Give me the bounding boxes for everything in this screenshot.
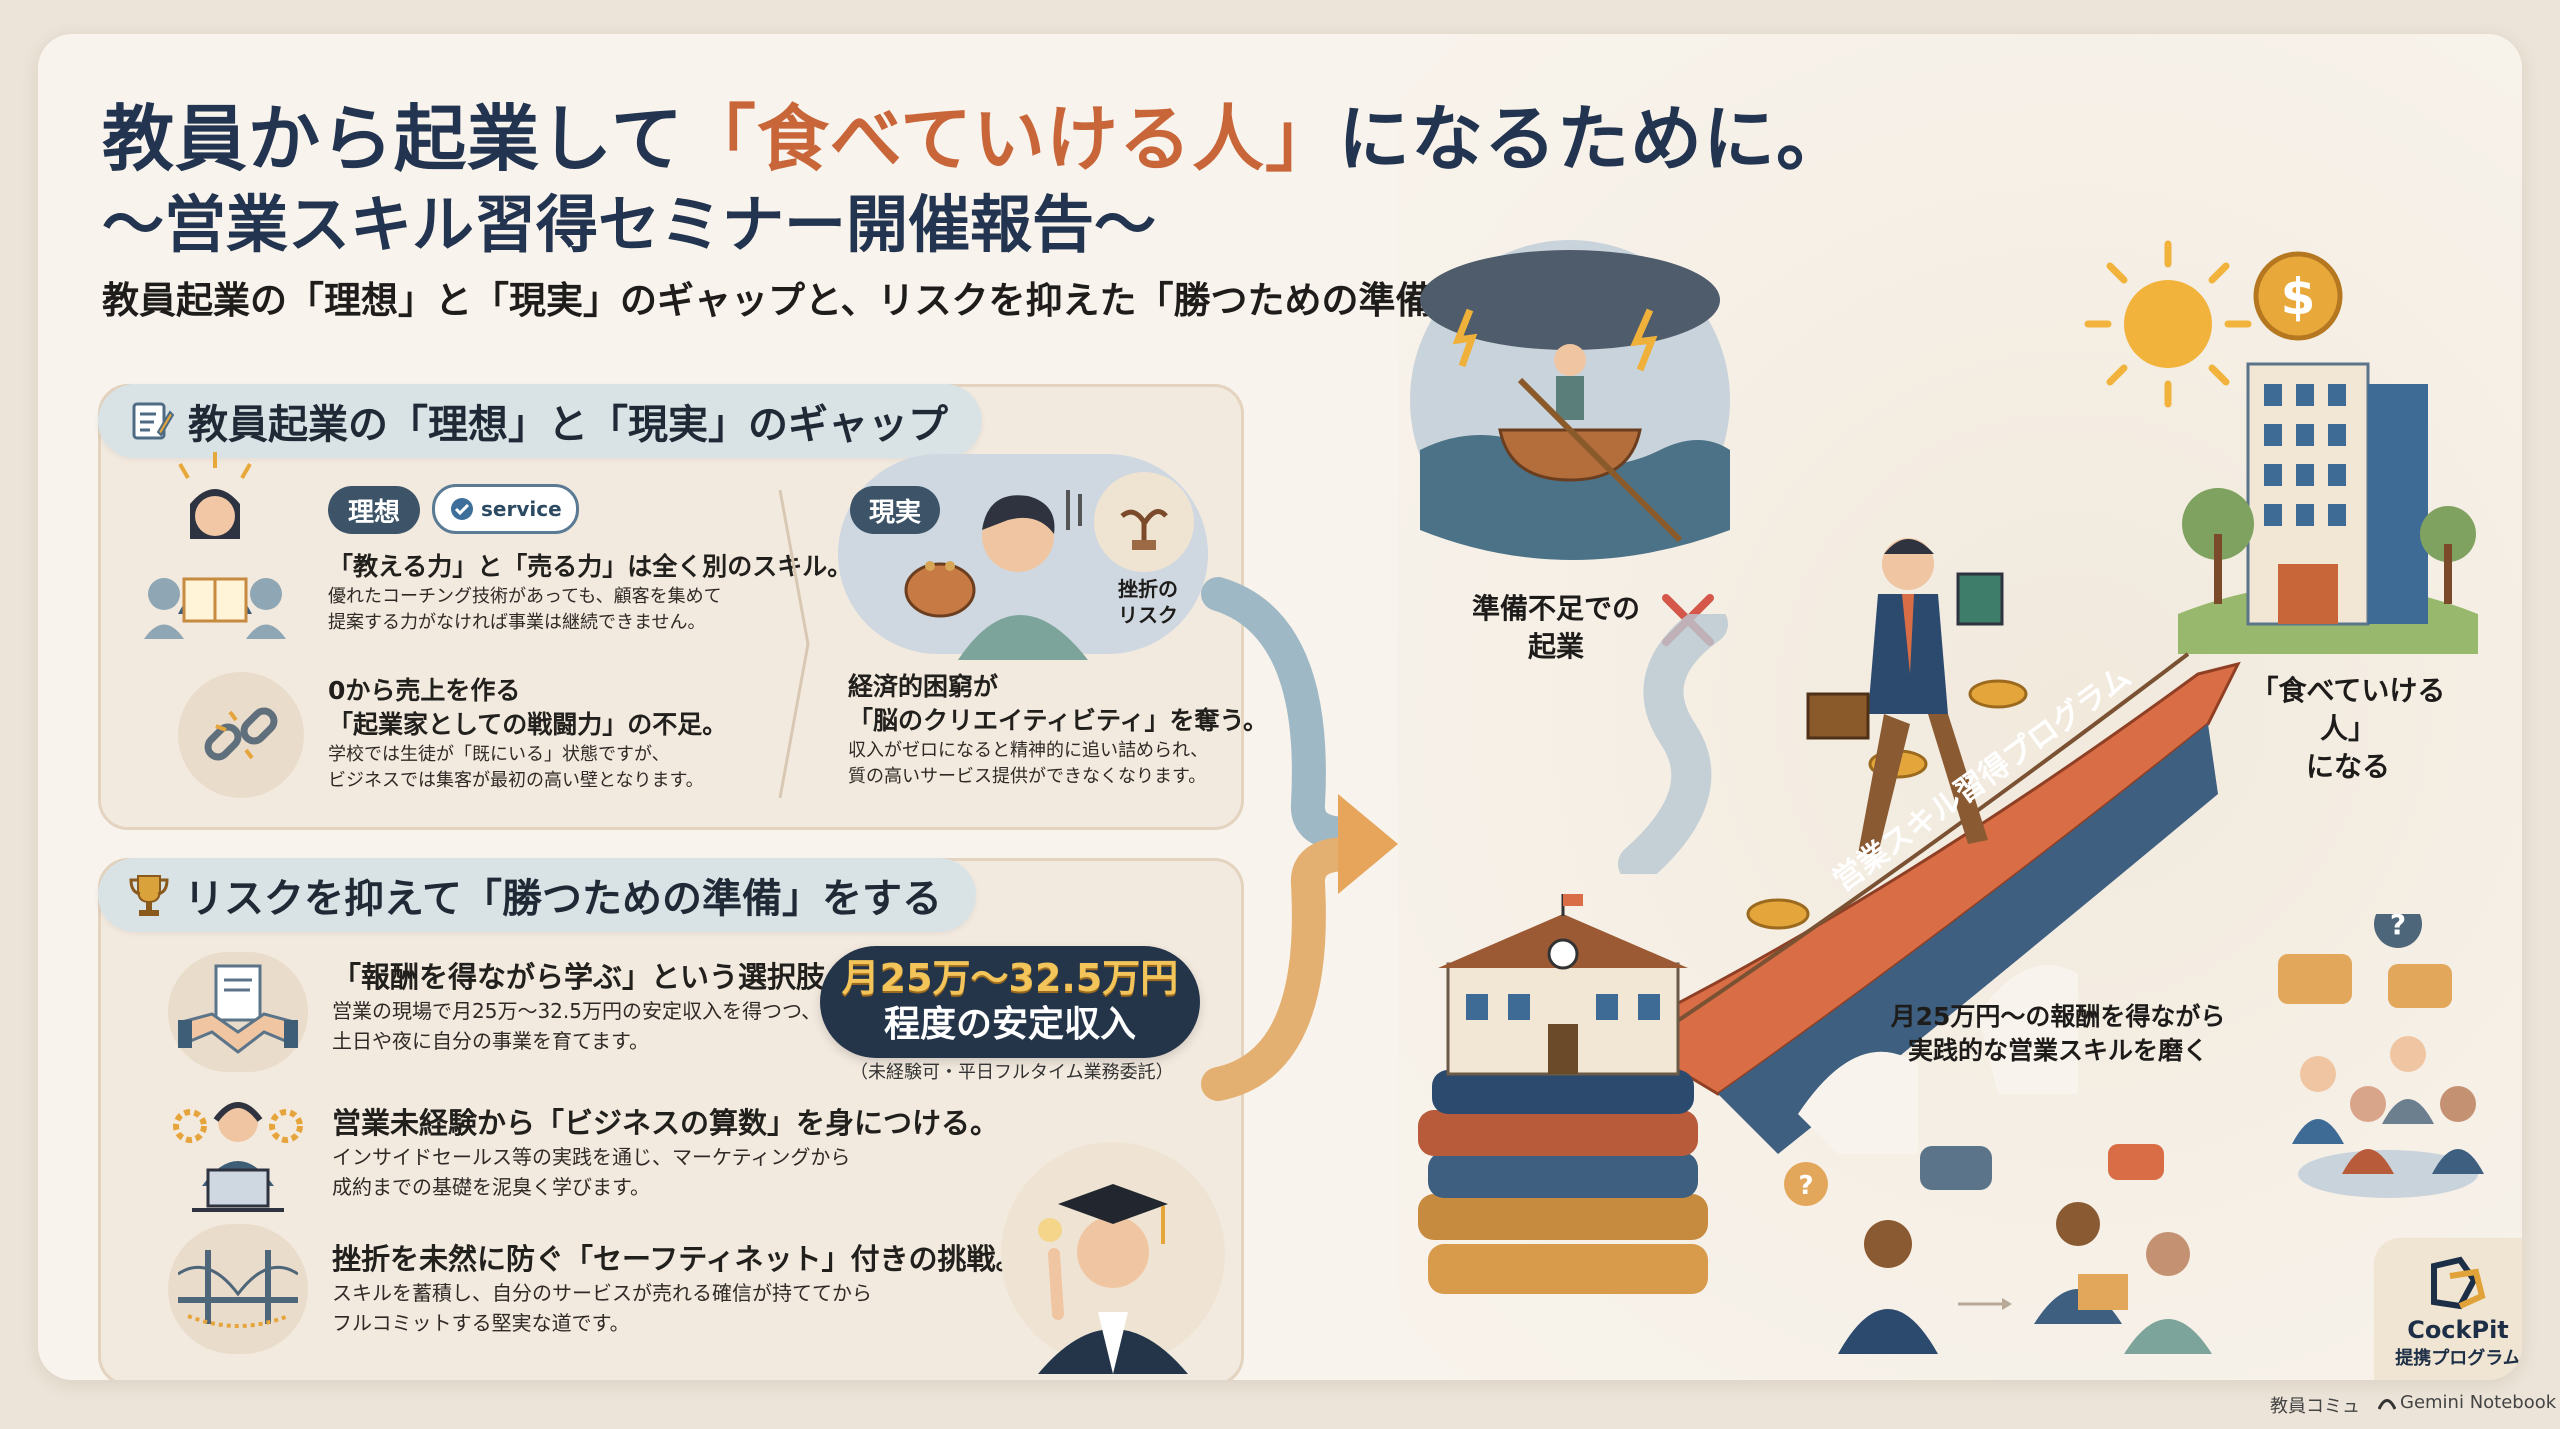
prep-item-1-lead: 「報酬を得ながら学ぶ」という選択肢。 — [332, 960, 855, 994]
headset-worker-icon — [173, 1102, 303, 1212]
gap-item-2-lead: 0から売上を作る — [328, 676, 521, 705]
broken-chain-icon — [178, 672, 304, 798]
svg-text:?: ? — [1798, 1171, 1813, 1201]
service-tag-label: service — [481, 497, 562, 521]
gap-item-3-lead: 経済的困窮が — [848, 672, 999, 701]
bridge-icon — [178, 1250, 298, 1328]
infographic-card: 教員から起業して「食べていける人」になるために。 〜営業スキル習得セミナー開催報… — [38, 34, 2522, 1380]
frustration-risk-label: 挫折の リスク — [1118, 577, 1178, 627]
wilted-plant-icon — [1094, 472, 1194, 572]
prep-item-1-body-2: 土日や夜に自分の事業を育てます。 — [332, 1029, 649, 1053]
prep-item-1-body-1: 営業の現場で月25万〜32.5万円の安定収入を得つつ、 — [332, 999, 822, 1023]
prep-item-3: 挫折を未然に防ぐ「セーフティネット」付きの挑戦。 スキルを蓄積し、自分のサービス… — [332, 1240, 1025, 1338]
sun-icon — [2084, 240, 2252, 408]
prep-item-2-body-2: 成約までの基礎を泥臭く学びます。 — [332, 1175, 650, 1199]
safety-bridge-icon — [168, 1224, 308, 1354]
svg-text:?: ? — [2390, 914, 2406, 941]
gap-item-3-body-2: 質の高いサービス提供ができなくなります。 — [848, 766, 1207, 787]
gap-item-1-body-2: 提案する力がなければ事業は継続できません。 — [328, 612, 706, 633]
cockpit-logo: CockPit 提携プログラム — [2374, 1238, 2522, 1380]
skills-bridge-illustration — [1614, 652, 2241, 1154]
check-circle-icon — [451, 498, 473, 520]
graduate-figure — [1001, 1142, 1225, 1374]
memo-icon — [132, 402, 174, 440]
ideal-tag: 理想 — [328, 486, 420, 534]
title-highlight: 「食べていける人」 — [683, 97, 1338, 181]
footer-generator-text: Gemini Notebook — [2400, 1392, 2557, 1413]
meeting-group-illustration: ? — [2278, 914, 2484, 1198]
sub-title: 〜営業スキル習得セミナー開催報告〜 — [102, 188, 1157, 261]
gap-section-heading: 教員起業の「理想」と「現実」のギャップ — [98, 384, 982, 458]
unprepared-label: 準備不足での 起業 — [1471, 592, 1640, 663]
flow-arrows — [1201, 577, 1398, 1101]
businessman-walking-figure — [1806, 538, 2004, 854]
gap-item-2: 0から売上を作る 「起業家としての戦闘力」の不足。 学校では生徒が「既にいる」状… — [328, 674, 727, 794]
prep-item-3-body-1: スキルを蓄積し、自分のサービスが売れる確信が持ててから — [332, 1281, 872, 1305]
gap-item-2-body-2: ビジネスでは集客が最初の高い壁となります。 — [328, 770, 704, 791]
title-part-1: 教員から起業して — [102, 97, 684, 181]
chain-icon — [204, 707, 278, 761]
logo-name: CockPit — [2407, 1316, 2509, 1344]
footer-community-label: 教員コミュ — [2270, 1396, 2360, 1417]
discussion-people-illustration: ? — [1784, 1144, 2212, 1354]
handshake-icon — [168, 952, 308, 1072]
logo-subtitle: 提携プログラム — [2395, 1348, 2521, 1369]
salary-caption: 程度の安定収入 — [883, 1004, 1136, 1045]
goal-label: 「食べていける人」 になる — [2250, 674, 2446, 783]
divider-chevron — [778, 489, 810, 799]
reality-tag: 現実 — [850, 486, 940, 534]
prep-section-heading: リスクを抑えて「勝つための準備」をする — [98, 858, 976, 932]
notebook-logo-icon — [2378, 1398, 2396, 1410]
prep-item-2-lead: 営業未経験から「ビジネスの算数」を身につける。 — [332, 1106, 1000, 1140]
storm-boat-illustration — [1410, 240, 1730, 560]
prep-item-2-body-1: インサイドセールス等の実践を通じ、マーケティングから — [332, 1145, 851, 1169]
gap-item-1-lead: 「教える力」と「売る力」は全く別のスキル。 — [328, 552, 853, 581]
practice-label: 月25万円〜の報酬を得ながら 実践的な営業スキルを磨く — [1890, 1002, 2226, 1065]
gap-item-2-body-1: 学校では生徒が「既にいる」状態ですが、 — [328, 744, 670, 765]
contract-icon — [178, 964, 298, 1054]
gap-heading-text: 教員起業の「理想」と「現実」のギャップ — [188, 402, 948, 448]
gap-item-1-body-1: 優れたコーチング技術があっても、顧客を集めて — [328, 586, 722, 607]
prep-item-1: 「報酬を得ながら学ぶ」という選択肢。 営業の現場で月25万〜32.5万円の安定収… — [332, 958, 854, 1056]
service-tag: service — [432, 484, 579, 534]
footer-generator-credit: Gemini Notebook — [2378, 1392, 2556, 1413]
gap-item-3-lead-2: 「脳のクリエイティビティ」を奪う。 — [848, 706, 1269, 735]
worried-person-icon — [904, 490, 1088, 660]
plant-icon — [1120, 509, 1168, 550]
svg-text:$: $ — [2281, 268, 2316, 326]
cockpit-logo-icon — [2431, 1256, 2486, 1310]
prep-item-2: 営業未経験から「ビジネスの算数」を身につける。 インサイドセールス等の実践を通じ… — [332, 1104, 999, 1202]
stream-path — [1618, 614, 1728, 874]
prep-item-3-body-2: フルコミットする堅実な道です。 — [332, 1311, 630, 1335]
gap-item-3-body-1: 収入がゼロになると精神的に追い詰められ、 — [848, 740, 1209, 761]
tagline: 教員起業の「理想」と「現実」のギャップと、リスクを抑えた「勝つための準備」 — [102, 279, 1470, 322]
trophy-icon — [129, 875, 169, 916]
gap-item-2-lead-2: 「起業家としての戦闘力」の不足。 — [328, 710, 728, 739]
gap-item-3: 経済的困窮が 「脳のクリエイティビティ」を奪う。 収入がゼロになると精神的に追い… — [848, 670, 1268, 790]
teacher-reading-icon — [144, 452, 286, 639]
gap-item-1: 「教える力」と「売る力」は全く別のスキル。 優れたコーチング技術があっても、顧客… — [328, 550, 852, 636]
salary-note: （未経験可・平日フルタイム業務委託） — [850, 1062, 1174, 1083]
salary-amount: 月25万〜32.5万円 — [841, 956, 1179, 1000]
school-on-books-illustration — [1418, 894, 1708, 1294]
prep-item-3-lead: 挫折を未然に防ぐ「セーフティネット」付きの挑戦。 — [332, 1242, 1025, 1276]
office-building-illustration: $ — [2178, 251, 2478, 654]
main-title: 教員から起業して「食べていける人」になるために。 — [102, 80, 1849, 185]
salary-badge: 月25万〜32.5万円 程度の安定収入 — [820, 946, 1200, 1058]
prep-heading-text: リスクを抑えて「勝つための準備」をする — [184, 876, 942, 922]
title-part-3: になるために。 — [1337, 97, 1849, 181]
